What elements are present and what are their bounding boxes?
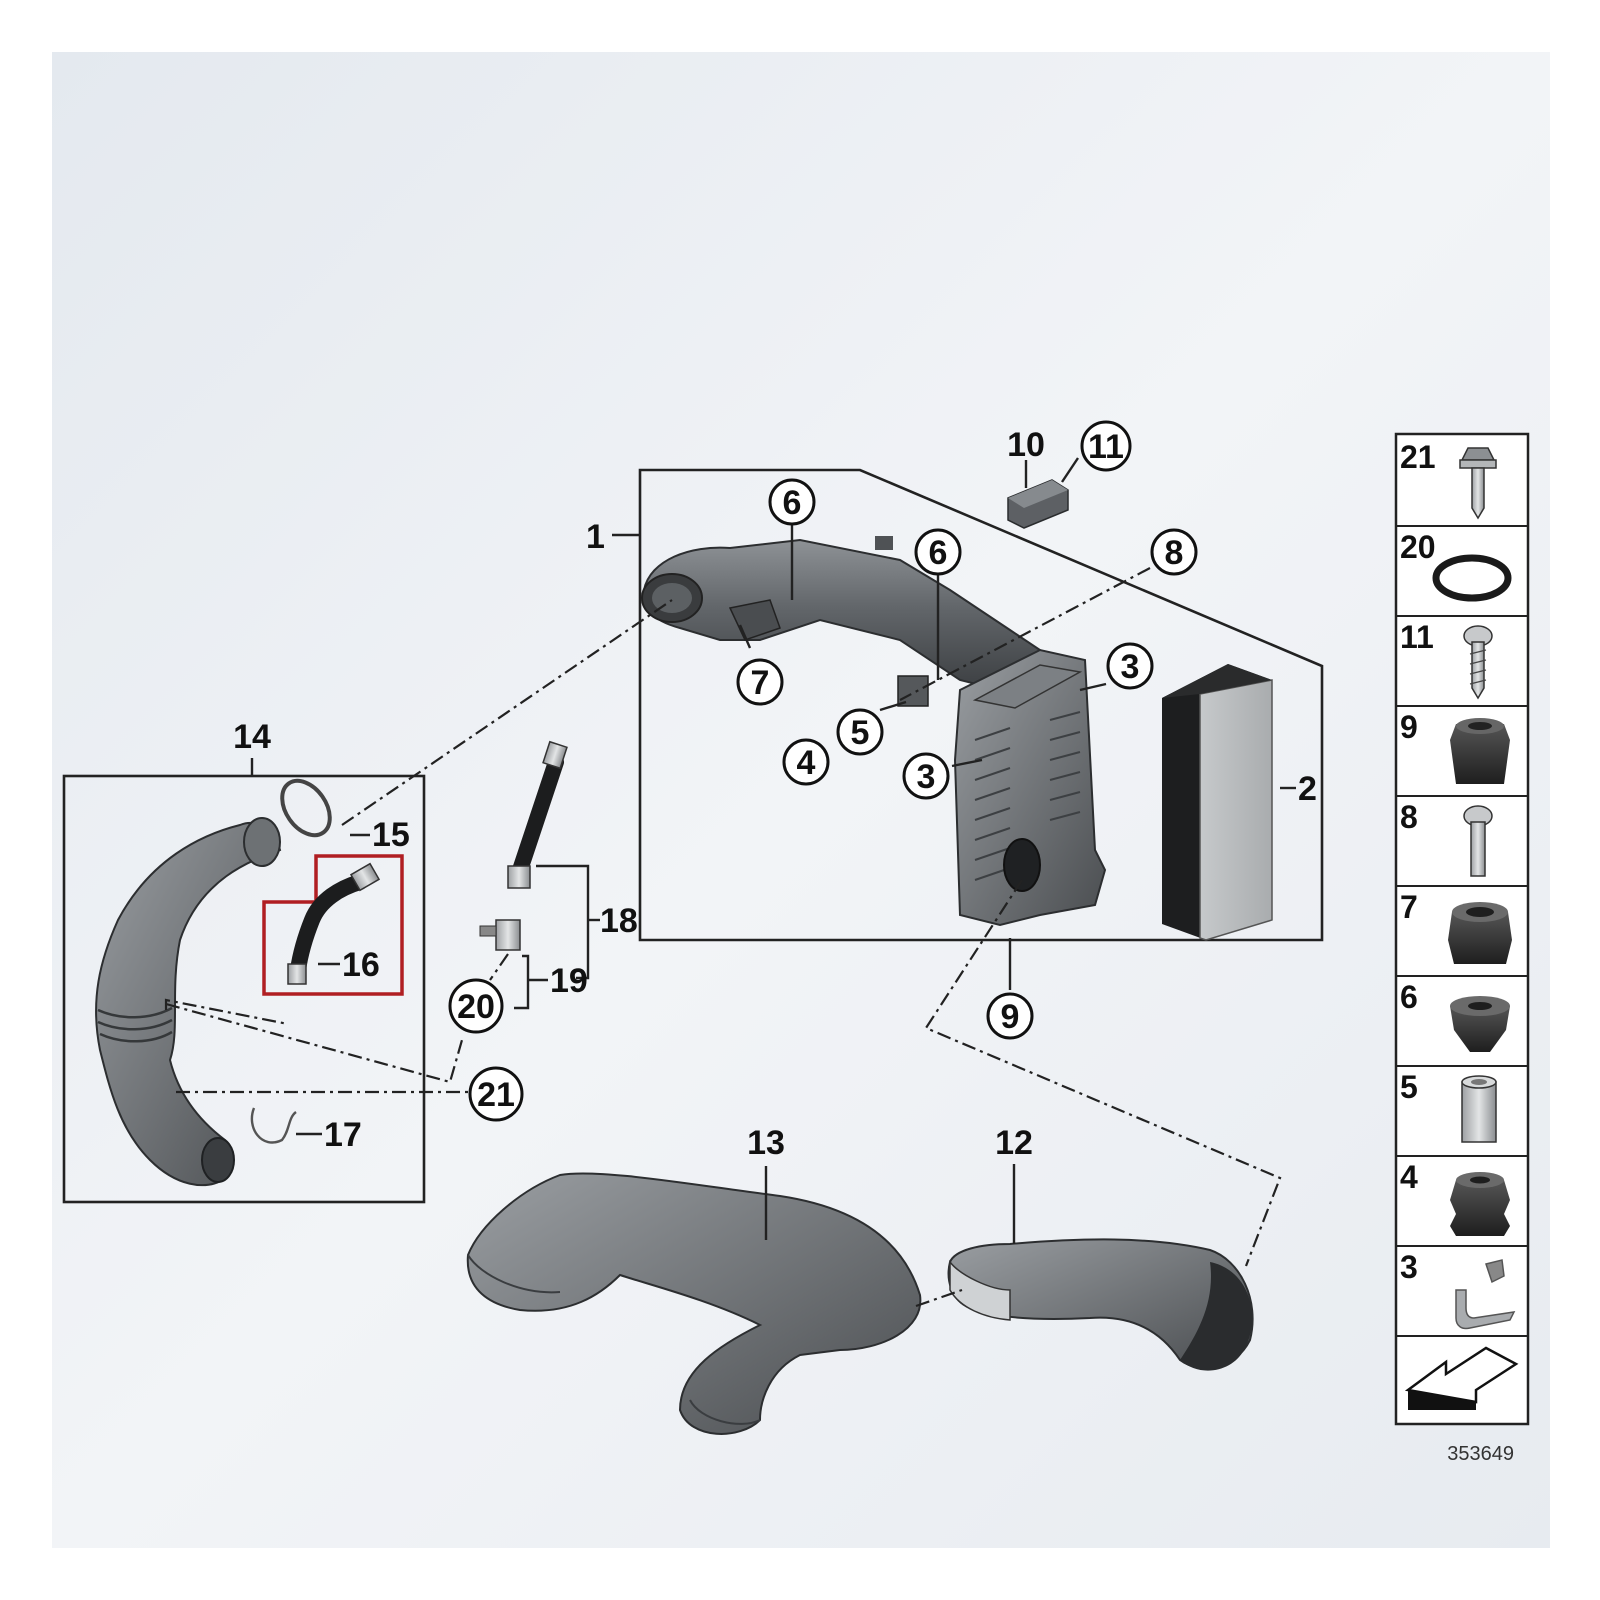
leader-8-dash [899, 567, 1151, 701]
side-label-8: 4 [1400, 1159, 1418, 1195]
leader-11 [1061, 457, 1079, 483]
front-direction-arrow-icon [1404, 1346, 1519, 1410]
rubber-mount-icon [1448, 902, 1512, 964]
vent-hose-part [287, 862, 381, 985]
bracket-19 [514, 954, 530, 1010]
link-housing-to-12 [924, 879, 1282, 1267]
callout-13: 13 [747, 1124, 785, 1162]
side-panel: 21 20 11 9 8 [1394, 432, 1530, 1426]
breather-hose-part [507, 740, 568, 889]
wire-clip-part [250, 1107, 297, 1144]
leader-3a [1079, 682, 1107, 692]
callout-4: 4 [797, 744, 816, 782]
side-label-0: 21 [1400, 439, 1436, 475]
callout-15: 15 [372, 816, 410, 854]
bolt-icon-8 [1463, 805, 1493, 877]
link-16-to-21 [164, 998, 289, 1026]
link-14-to-1 [341, 599, 673, 826]
leader-7 [738, 624, 752, 649]
callout-3b-circle [902, 752, 950, 800]
callout-10: 10 [1007, 426, 1045, 464]
intake-duct-part [947, 1238, 1254, 1371]
callout-6a: 6 [783, 484, 802, 522]
callout-21-circle [468, 1066, 524, 1122]
diagram-reference-number: 353649 [1447, 1443, 1514, 1465]
callout-20-circle [448, 978, 504, 1034]
callout-8-circle [1150, 528, 1198, 576]
callout-1: 1 [586, 518, 605, 556]
spring-clip-icon [1455, 1259, 1516, 1330]
callout-11-circle [1080, 420, 1132, 472]
assembly-frame-1 [638, 468, 1324, 942]
rubber-grommet-icon-9 [1450, 718, 1510, 784]
air-filter-housing-part [953, 648, 1107, 927]
rubber-grommet-icon-6 [1450, 996, 1510, 1052]
callout-2: 2 [1298, 770, 1317, 808]
side-label-7: 5 [1400, 1069, 1418, 1105]
callout-7-circle [736, 658, 784, 706]
side-label-6: 6 [1400, 979, 1418, 1015]
callout-11: 11 [1088, 428, 1124, 466]
connector-part [479, 919, 521, 951]
leader-3b [951, 758, 983, 768]
callout-9: 9 [1001, 998, 1020, 1036]
callout-16: 16 [342, 946, 380, 984]
self-tapping-screw-icon [1463, 625, 1493, 700]
callout-12: 12 [995, 1124, 1033, 1162]
link-13-to-12 [915, 1288, 963, 1308]
callout-3a-circle [1106, 642, 1154, 690]
bolt-icon [1459, 447, 1497, 520]
callout-5-circle [836, 708, 884, 756]
side-label-3: 9 [1400, 709, 1418, 745]
callout-18: 18 [600, 902, 638, 940]
callout-3a: 3 [1121, 648, 1140, 686]
callout-6b-circle [914, 528, 962, 576]
callout-19: 19 [550, 962, 588, 1000]
bracket-18 [536, 864, 590, 980]
callout-9-circle [986, 992, 1034, 1040]
callout-17: 17 [324, 1116, 362, 1154]
side-label-9: 3 [1400, 1249, 1418, 1285]
mass-airflow-sensor-part [1007, 479, 1069, 529]
callout-6b: 6 [929, 534, 948, 572]
callout-8: 8 [1165, 534, 1184, 572]
callout-20: 20 [457, 988, 495, 1026]
filter-element-part [1162, 664, 1273, 941]
callout-7: 7 [751, 664, 770, 702]
bushing-sleeve-icon [1461, 1075, 1497, 1143]
air-duct-part [466, 1172, 922, 1435]
side-label-1: 20 [1400, 529, 1436, 565]
rubber-buffer-icon [1450, 1172, 1510, 1236]
callout-6a-circle [768, 478, 816, 526]
callout-21: 21 [477, 1076, 515, 1114]
link-connector-to-20 [489, 953, 509, 981]
o-ring-icon [1432, 554, 1512, 602]
side-label-4: 8 [1400, 799, 1418, 835]
side-label-2: 11 [1400, 619, 1434, 655]
callout-5: 5 [851, 714, 870, 752]
intake-boot-part [95, 817, 282, 1187]
hose-clamp-part [280, 778, 332, 838]
callout-3b: 3 [917, 758, 936, 796]
side-label-5: 7 [1400, 889, 1418, 925]
leader-5 [879, 700, 907, 712]
callout-14: 14 [233, 718, 271, 756]
assembly-frame-14 [62, 774, 426, 1204]
callout-4-circle [782, 738, 830, 786]
